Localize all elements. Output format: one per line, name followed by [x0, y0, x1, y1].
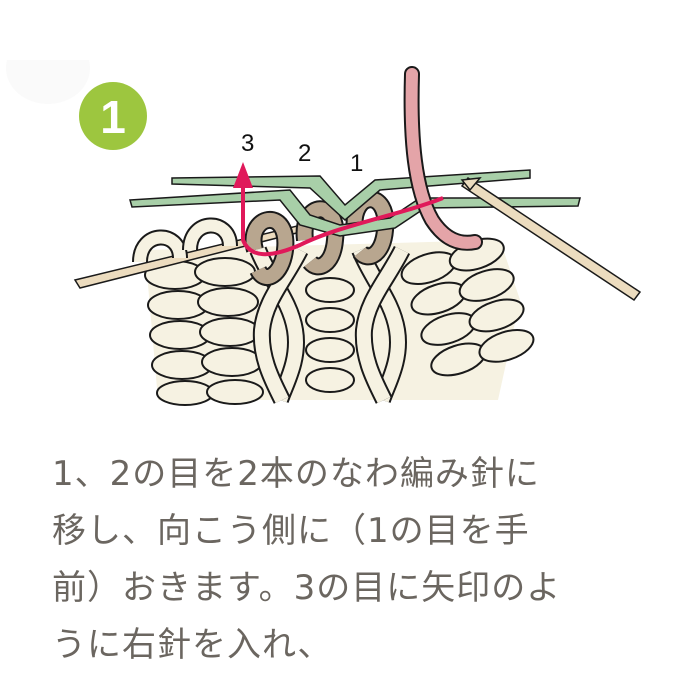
instruction-line: 前）おきます。3の目に矢印のよ	[52, 568, 562, 608]
cable-knitting-illustration	[6, 60, 642, 406]
step-number-badge: 1	[79, 82, 147, 150]
working-yarn	[403, 66, 483, 251]
stitch-label-3: 3	[241, 130, 255, 157]
stitch-label-2: 2	[298, 140, 312, 167]
step-number: 1	[100, 91, 126, 143]
instruction-line: 1、2の目を2本のなわ編み針に	[52, 454, 540, 494]
instruction-line: うに右針を入れ、	[52, 625, 333, 665]
right-needle	[460, 176, 642, 302]
insertion-arrow	[233, 162, 444, 257]
stitch-label-1: 1	[350, 150, 364, 177]
instruction-text: 1、2の目を2本のなわ編み針に 移し、向こう側に（1の目を手 前）おきます。3の…	[52, 446, 652, 674]
instruction-line: 移し、向こう側に（1の目を手	[52, 511, 530, 551]
